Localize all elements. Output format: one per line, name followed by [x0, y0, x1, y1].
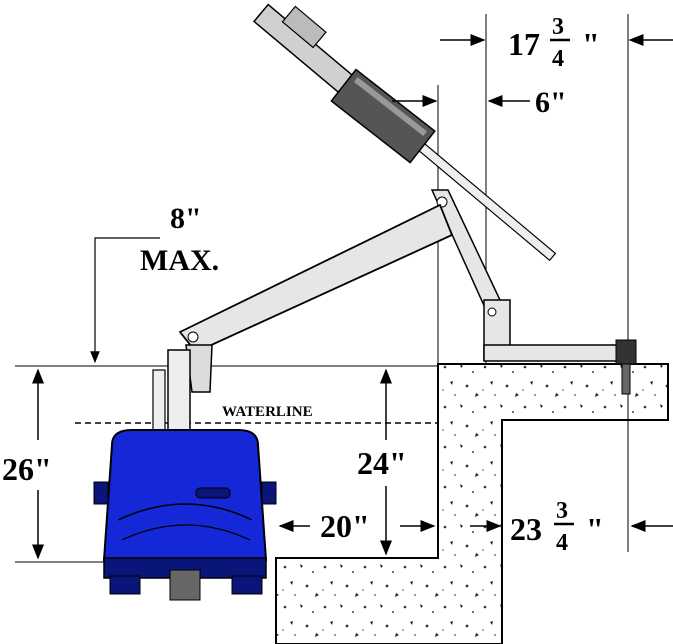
svg-text:4: 4 [556, 530, 568, 556]
lift-seat [93, 429, 277, 601]
svg-text:6": 6" [535, 86, 567, 119]
svg-text:3: 3 [556, 498, 568, 524]
svg-text:26": 26" [2, 451, 52, 487]
dim-inner-height: 24" [357, 368, 407, 556]
dim-offset: 6" [392, 86, 567, 119]
svg-text:3: 3 [552, 14, 564, 40]
svg-text:MAX.: MAX. [140, 244, 219, 277]
svg-text:8": 8" [170, 202, 202, 235]
dim-max: 8" MAX. [90, 202, 219, 364]
concrete-deck [275, 363, 669, 644]
svg-text:17: 17 [508, 26, 540, 62]
waterline-label: WATERLINE [222, 404, 313, 420]
dim-top-width: 17 3 4 " [440, 14, 673, 72]
svg-text:": " [582, 26, 600, 62]
svg-text:23: 23 [510, 511, 542, 547]
svg-text:": " [586, 511, 604, 547]
svg-text:24": 24" [357, 445, 407, 481]
dim-left-height: 26" [2, 368, 52, 560]
lift-arm-assembly [152, 3, 637, 431]
svg-text:20": 20" [320, 508, 370, 544]
dim-right-width: 23 3 4 " [470, 498, 673, 556]
svg-text:4: 4 [552, 46, 564, 72]
dim-bottom-width: 20" [278, 508, 436, 544]
